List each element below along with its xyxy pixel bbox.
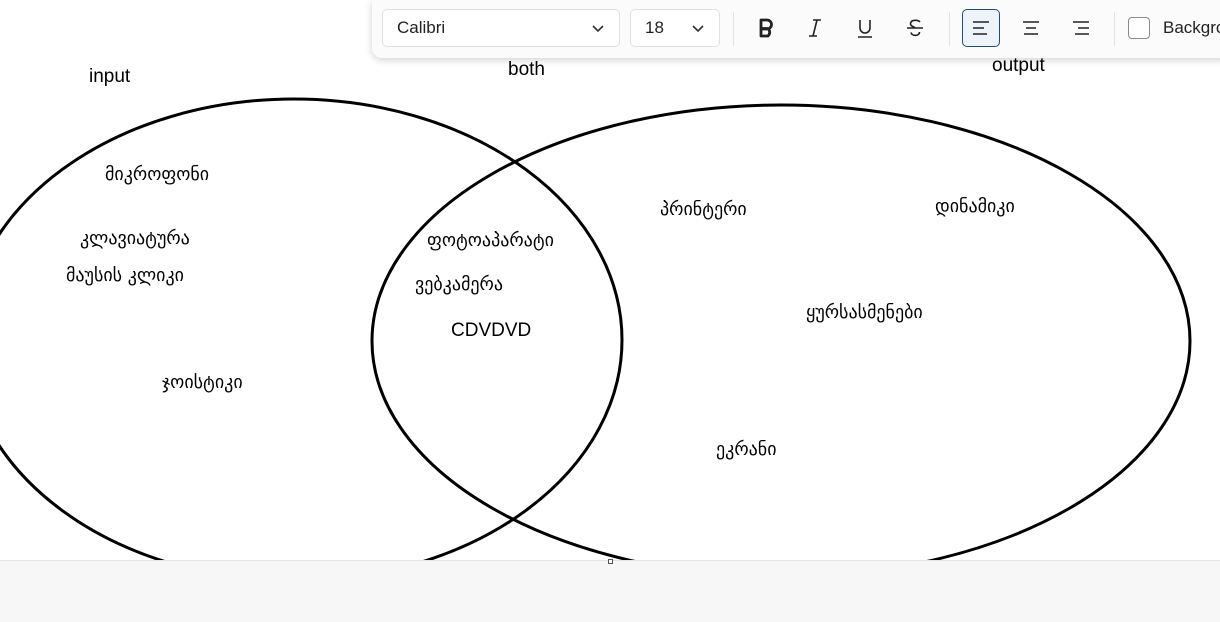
both-item[interactable]: ვებკამერა — [415, 274, 504, 295]
strikethrough-icon — [907, 19, 923, 37]
bold-button[interactable] — [747, 9, 785, 47]
output-item[interactable]: ეკრანი — [716, 439, 777, 460]
align-left-icon — [973, 21, 989, 35]
toolbar-divider — [733, 12, 734, 46]
both-item[interactable]: CDVDVD — [451, 320, 532, 341]
output-circle[interactable] — [370, 103, 1192, 560]
input-item[interactable]: მიკროფონი — [105, 164, 210, 185]
both-item[interactable]: ფოტოაპარატი — [427, 230, 554, 251]
underline-icon — [858, 20, 872, 38]
toolbar-divider — [949, 12, 950, 46]
bottom-bar — [0, 560, 1220, 622]
input-item[interactable]: კლავიატურა — [80, 228, 190, 249]
italic-icon — [809, 19, 821, 37]
output-header[interactable]: output — [992, 55, 1045, 76]
font-size-dropdown[interactable]: 18 — [630, 9, 720, 47]
input-item[interactable]: მაუსის კლიკი — [66, 265, 184, 286]
chevron-down-icon — [692, 25, 704, 33]
input-item[interactable]: ჯოისტიკი — [162, 372, 243, 393]
align-center-icon — [1023, 21, 1039, 35]
output-item[interactable]: პრინტერი — [660, 199, 747, 220]
align-center-button[interactable] — [1012, 9, 1050, 47]
underline-button[interactable] — [846, 9, 884, 47]
italic-button[interactable] — [796, 9, 834, 47]
align-left-button[interactable] — [962, 9, 1000, 47]
input-header[interactable]: input — [89, 66, 131, 87]
input-circle[interactable] — [0, 97, 624, 560]
strikethrough-button[interactable] — [896, 9, 934, 47]
background-label: Backgro — [1163, 18, 1220, 37]
font-size-value: 18 — [645, 18, 664, 37]
background-checkbox[interactable] — [1128, 17, 1150, 39]
align-right-icon — [1073, 21, 1089, 35]
both-header[interactable]: both — [508, 59, 545, 80]
font-family-dropdown[interactable]: Calibri — [382, 9, 620, 47]
output-item[interactable]: დინამიკი — [935, 196, 1015, 217]
align-right-button[interactable] — [1062, 9, 1100, 47]
resize-handle[interactable] — [608, 559, 613, 564]
toolbar-divider — [1114, 12, 1115, 46]
formatting-toolbar: Calibri 18 — [372, 0, 1220, 58]
drawing-canvas[interactable]: input both output მიკროფონი კლავიატურა მ… — [0, 0, 1220, 560]
font-family-value: Calibri — [397, 18, 446, 37]
bold-icon — [759, 18, 773, 38]
chevron-down-icon — [592, 25, 604, 33]
venn-diagram — [0, 97, 1192, 560]
output-item[interactable]: ყურსასმენები — [806, 302, 923, 323]
